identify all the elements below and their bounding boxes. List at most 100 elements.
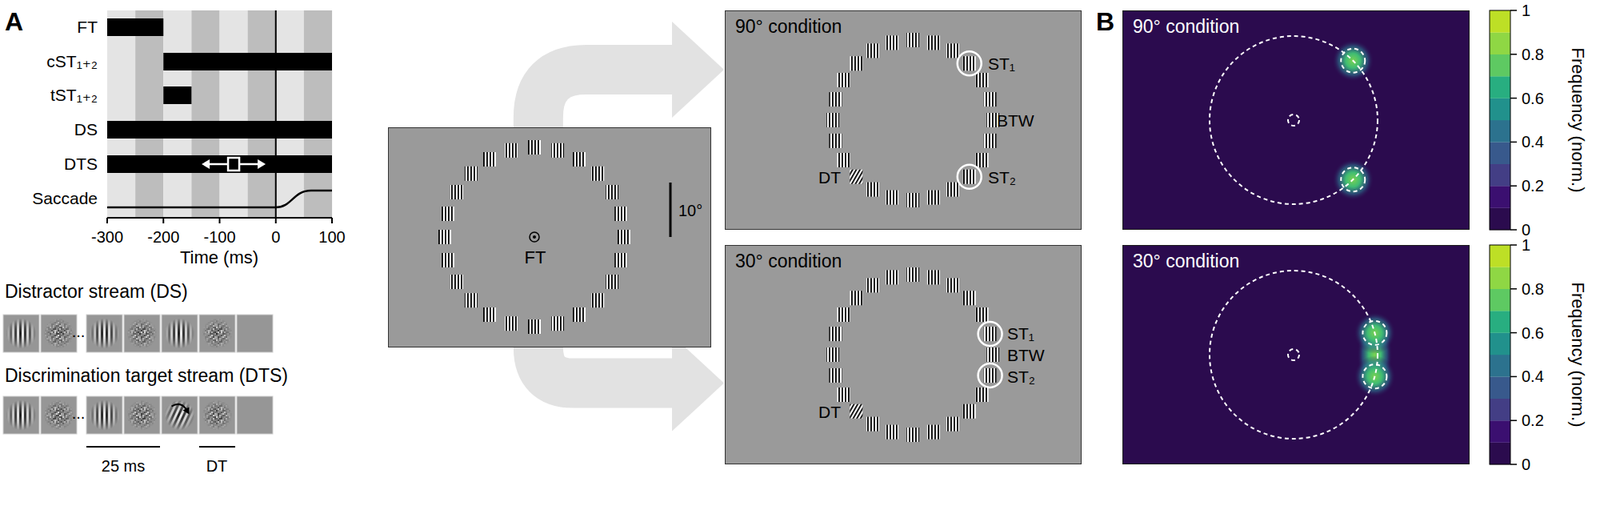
stimulus-frame: [199, 396, 236, 434]
flow-arrow: [538, 335, 724, 432]
grating-patch: [438, 229, 452, 244]
grating-patch: [976, 307, 989, 322]
colorbar-step: [1489, 185, 1511, 208]
tick-label: -100: [203, 228, 236, 246]
time-stripe: [163, 10, 192, 218]
fixation-target: [529, 232, 540, 242]
grating-patch: [504, 316, 518, 331]
flow-arrow-shaft: [538, 347, 674, 384]
grating-patch: [963, 169, 976, 184]
grating-patch: [885, 190, 899, 205]
grating-patch: [927, 269, 940, 284]
axis-tick: [162, 217, 164, 224]
grating-patch: [591, 292, 604, 308]
grating-patch: [836, 152, 850, 168]
panel-letter: B: [1096, 8, 1115, 36]
axis-tick: [106, 217, 108, 224]
grating-patch: [946, 43, 960, 58]
saccade-target-ring: [957, 164, 982, 189]
grating-patch: [849, 169, 863, 184]
event-bar: [163, 52, 332, 71]
colorbar-step: [1489, 32, 1511, 55]
duration-bar: [86, 445, 160, 448]
gabor-patch: [6, 400, 37, 431]
row-label: DS: [74, 120, 98, 139]
axis-tick: [219, 217, 221, 224]
dashed-outline: [1362, 320, 1387, 345]
scale-bar: [669, 182, 672, 237]
event-bar: [107, 155, 332, 173]
row-label: tST₁₊₂: [50, 85, 98, 104]
grating-patch: [885, 269, 899, 284]
colorbar-step: [1489, 266, 1511, 289]
colorbar-tick: 0: [1521, 455, 1531, 473]
dashed-outline: [1288, 348, 1300, 360]
grating-patch: [605, 274, 619, 289]
dashed-outline: [1340, 48, 1365, 73]
colorbar-tick-mark: [1510, 53, 1517, 56]
gabor-patch: [164, 400, 196, 431]
grating-patch: [963, 56, 976, 71]
grating-patch: [836, 387, 850, 402]
grating-patch: [866, 277, 880, 292]
saccade-target-ring: [957, 51, 982, 76]
noise-patch: [202, 400, 233, 431]
target-label: DT: [818, 402, 841, 421]
colorbar-tick: 0.2: [1521, 176, 1544, 195]
location-label: BTW: [1007, 345, 1045, 364]
ellipsis: ...: [72, 322, 86, 340]
heatmap-panel: 30° condition: [1122, 244, 1470, 464]
stimulus-frame: [124, 314, 160, 352]
flow-arrow: [538, 21, 724, 128]
colorbar-tick-mark: [1510, 9, 1517, 12]
grating-patch: [963, 404, 976, 419]
stream-title: Distractor stream (DS): [4, 281, 188, 302]
stimulus-frame: [3, 396, 40, 434]
colorbar-tick-mark: [1510, 97, 1517, 100]
gabor-patch: [89, 318, 120, 349]
panel-ground: [1122, 10, 1470, 230]
target-label: ST₁: [988, 54, 1016, 73]
grating-patch: [906, 267, 920, 282]
event-bar: [163, 86, 192, 104]
grating-patch: [866, 182, 880, 197]
colorbar-step: [1489, 310, 1511, 333]
grating-patch: [450, 184, 464, 200]
grating-patch: [866, 43, 880, 58]
noise-patch: [127, 400, 158, 431]
colorbar-step: [1489, 76, 1511, 99]
colorbar-tick: 0.4: [1521, 367, 1544, 385]
tick-label: -300: [91, 228, 124, 246]
panel-title: 90° condition: [735, 16, 842, 37]
grating-patch: [906, 32, 920, 48]
panel-ground: [388, 127, 712, 348]
grating-patch: [963, 290, 976, 305]
colorbar-step: [1489, 164, 1511, 187]
grating-patch: [927, 424, 940, 440]
colorbar-tick: 0.6: [1521, 324, 1544, 342]
colorbar-tick-mark: [1510, 376, 1517, 378]
grating-patch: [849, 290, 863, 305]
event-bar: [107, 120, 332, 139]
panel-ground: [1122, 244, 1470, 464]
location-label: BTW: [996, 111, 1035, 130]
stimulus-frame: [161, 314, 198, 352]
grating-patch: [984, 368, 997, 383]
stimulus-frame: [86, 396, 123, 434]
grating-patch: [836, 72, 850, 88]
row-label: DTS: [64, 154, 98, 173]
time-stripe: [107, 10, 136, 218]
rotation-arrow: [183, 407, 190, 415]
grating-patch: [984, 133, 997, 148]
row-label: Saccade: [32, 188, 98, 208]
panel-title: 30° condition: [1132, 251, 1240, 272]
saccade-target-ring: [978, 363, 1003, 388]
jitter-arrow: [201, 159, 210, 169]
tick-label: 0: [271, 228, 280, 246]
stimulus-frame: [40, 396, 77, 434]
grating-patch: [946, 416, 960, 432]
grating-patch: [927, 190, 940, 205]
gabor-patch: [164, 318, 196, 349]
colorbar-step: [1489, 208, 1511, 231]
panel-title: 30° condition: [735, 251, 842, 272]
